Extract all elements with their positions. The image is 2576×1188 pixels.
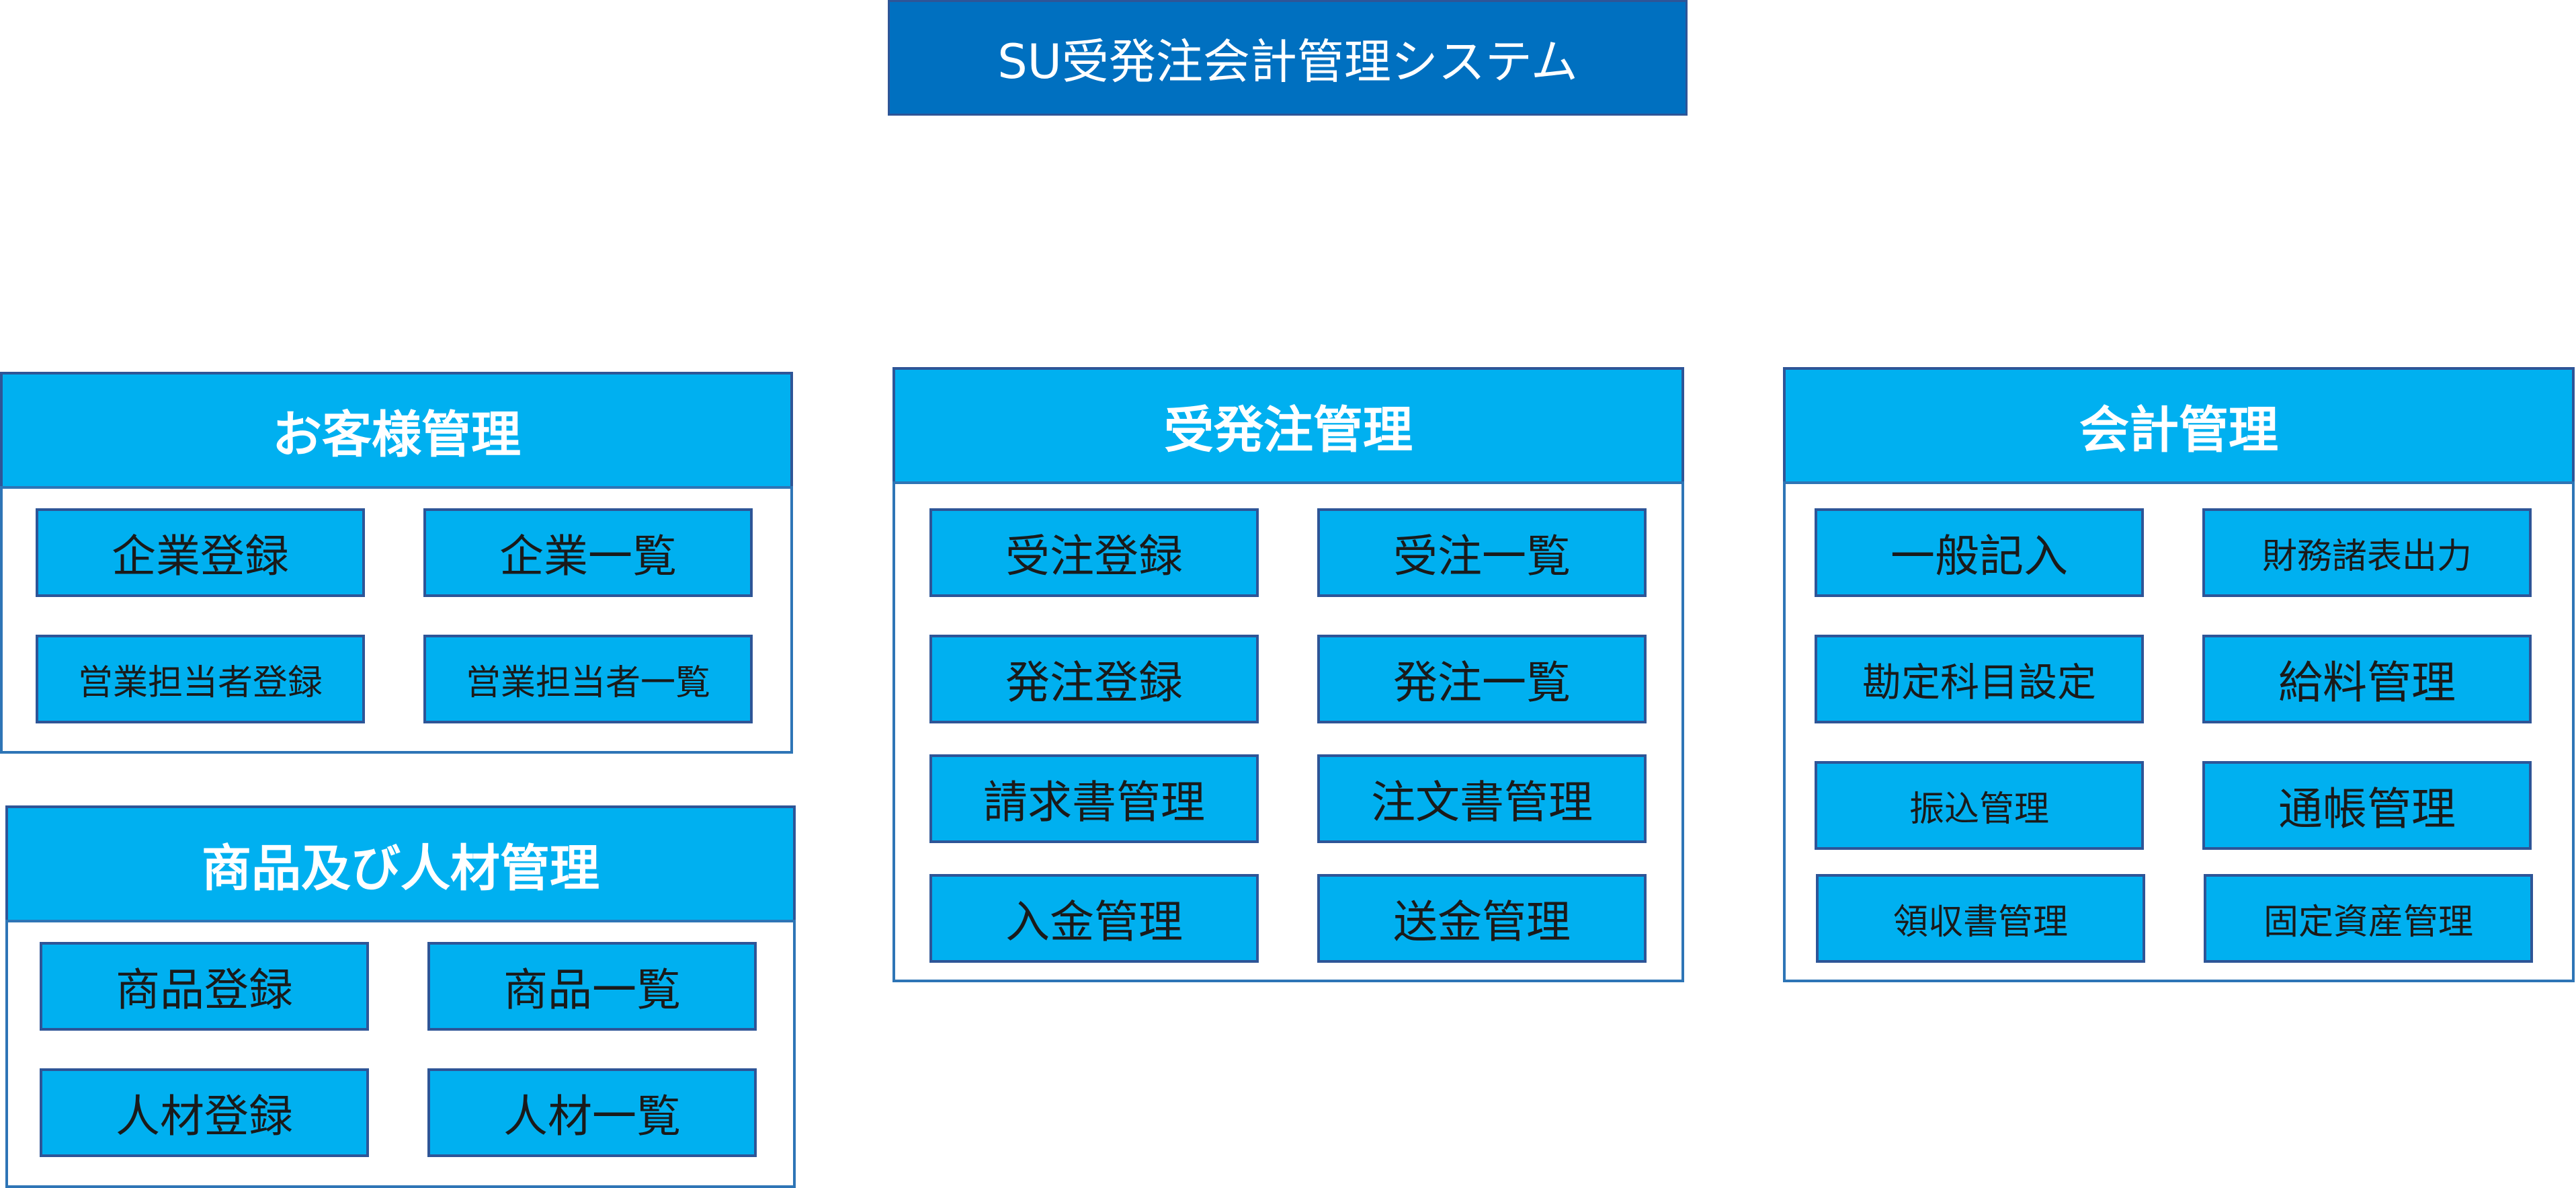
general-entry-button[interactable]: 一般記入 (1815, 508, 2144, 597)
staff-register-button[interactable]: 人材登録 (40, 1068, 369, 1157)
fixed-asset-management-button[interactable]: 固定資産管理 (2204, 874, 2533, 963)
accounting-panel: 会計管理 一般記入 財務諸表出力 勘定科目設定 給料管理 振込管理 通帳管理 領… (1783, 367, 2575, 982)
customer-panel-title: お客様管理 (0, 372, 793, 489)
remittance-management-button[interactable]: 送金管理 (1317, 874, 1647, 963)
order-panel-title: 受発注管理 (892, 367, 1684, 484)
passbook-management-button[interactable]: 通帳管理 (2202, 761, 2532, 850)
financial-statements-button[interactable]: 財務諸表出力 (2202, 508, 2532, 597)
order-received-register-button[interactable]: 受注登録 (929, 508, 1259, 597)
sales-rep-register-button[interactable]: 営業担当者登録 (36, 635, 365, 723)
product-list-button[interactable]: 商品一覧 (427, 942, 757, 1031)
sales-rep-list-button[interactable]: 営業担当者一覧 (423, 635, 753, 723)
customer-panel: お客様管理 企業登録 企業一覧 営業担当者登録 営業担当者一覧 (0, 372, 793, 754)
product-register-button[interactable]: 商品登録 (40, 942, 369, 1031)
system-title: SU受発注会計管理システム (888, 0, 1688, 116)
order-panel: 受発注管理 受注登録 受注一覧 発注登録 発注一覧 請求書管理 注文書管理 入金… (892, 367, 1684, 982)
transfer-management-button[interactable]: 振込管理 (1815, 761, 2144, 850)
invoice-management-button[interactable]: 請求書管理 (929, 754, 1259, 843)
purchase-order-management-button[interactable]: 注文書管理 (1317, 754, 1647, 843)
account-settings-button[interactable]: 勘定科目設定 (1815, 635, 2144, 723)
order-placed-list-button[interactable]: 発注一覧 (1317, 635, 1647, 723)
company-register-button[interactable]: 企業登録 (36, 508, 365, 597)
staff-list-button[interactable]: 人材一覧 (427, 1068, 757, 1157)
accounting-panel-title: 会計管理 (1783, 367, 2575, 484)
order-placed-register-button[interactable]: 発注登録 (929, 635, 1259, 723)
payment-received-management-button[interactable]: 入金管理 (929, 874, 1259, 963)
product-panel-title: 商品及び人材管理 (5, 805, 796, 922)
salary-management-button[interactable]: 給料管理 (2202, 635, 2532, 723)
receipt-management-button[interactable]: 領収書管理 (1816, 874, 2145, 963)
company-list-button[interactable]: 企業一覧 (423, 508, 753, 597)
order-received-list-button[interactable]: 受注一覧 (1317, 508, 1647, 597)
product-panel: 商品及び人材管理 商品登録 商品一覧 人材登録 人材一覧 (5, 805, 796, 1188)
